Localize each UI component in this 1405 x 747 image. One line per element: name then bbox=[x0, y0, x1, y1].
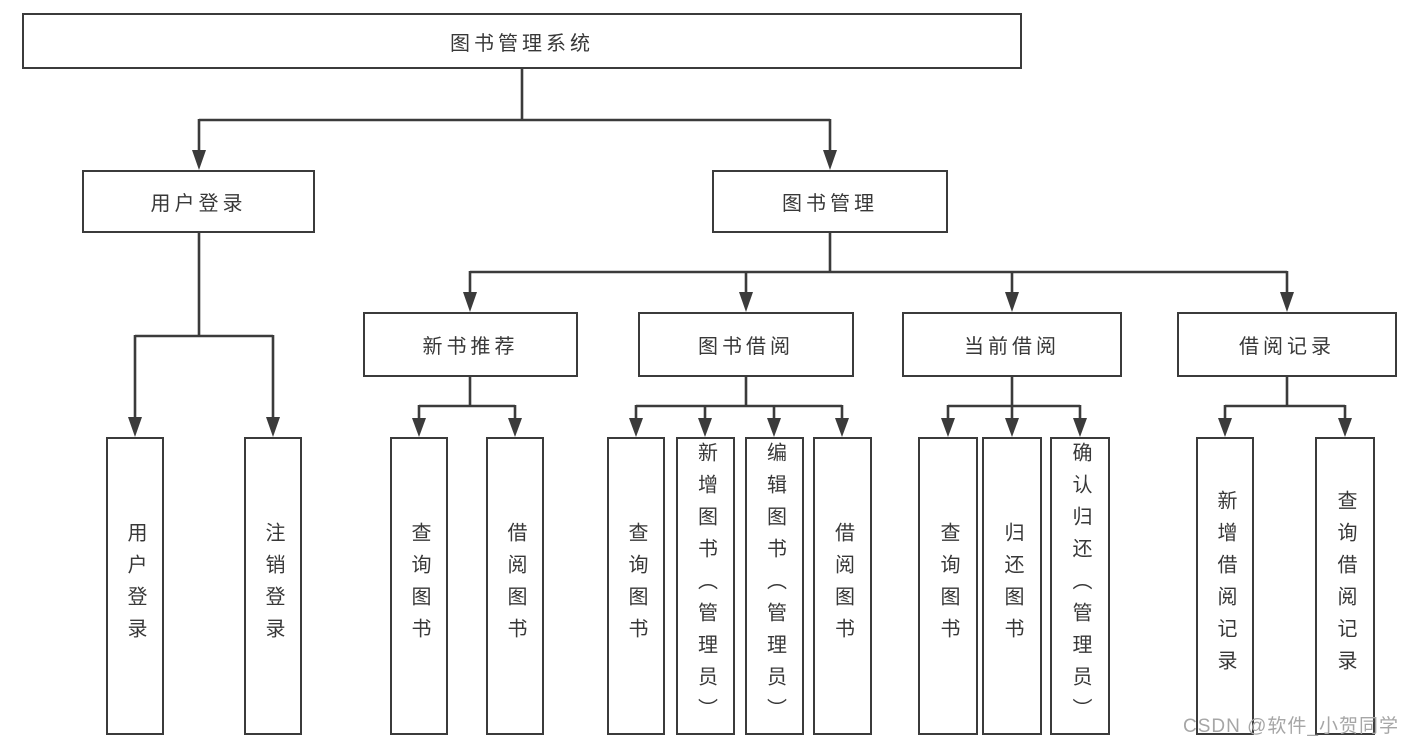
leaf-recommend-query-book: 查询图书 bbox=[390, 437, 448, 735]
node-book-borrow: 图书借阅 bbox=[638, 312, 854, 377]
leaf-borrow-book: 借阅图书 bbox=[813, 437, 872, 735]
connector-new-book-leaves bbox=[412, 377, 522, 437]
leaf-add-book-admin-label: 新增图书（管理员） bbox=[694, 442, 717, 730]
connector-book-mgmt-groups bbox=[463, 233, 1294, 312]
leaf-recommend-borrow-book: 借阅图书 bbox=[486, 437, 544, 735]
leaf-logout: 注销登录 bbox=[244, 437, 302, 735]
leaf-edit-book-admin-label: 编辑图书（管理员） bbox=[763, 442, 786, 730]
leaf-borrow-book-label: 借阅图书 bbox=[831, 522, 854, 650]
connector-root-branches bbox=[192, 69, 837, 170]
leaf-borrow-query-book: 查询图书 bbox=[607, 437, 665, 735]
leaf-confirm-return-admin-label: 确认归还（管理员） bbox=[1069, 442, 1091, 730]
node-borrow-records: 借阅记录 bbox=[1177, 312, 1397, 377]
connector-book-borrow-leaves bbox=[629, 377, 849, 437]
leaf-add-borrow-record-label: 新增借阅记录 bbox=[1214, 490, 1236, 682]
leaf-borrow-query-book-label: 查询图书 bbox=[625, 522, 647, 650]
leaf-user-login-label: 用户登录 bbox=[124, 522, 146, 650]
leaf-return-book: 归还图书 bbox=[982, 437, 1042, 735]
leaf-current-query-book: 查询图书 bbox=[918, 437, 978, 735]
leaf-recommend-borrow-book-label: 借阅图书 bbox=[504, 522, 526, 650]
leaf-edit-book-admin: 编辑图书（管理员） bbox=[745, 437, 804, 735]
leaf-add-borrow-record: 新增借阅记录 bbox=[1196, 437, 1254, 735]
leaf-user-login: 用户登录 bbox=[106, 437, 164, 735]
node-current-borrow: 当前借阅 bbox=[902, 312, 1122, 377]
leaf-query-borrow-record: 查询借阅记录 bbox=[1315, 437, 1375, 735]
leaf-return-book-label: 归还图书 bbox=[1001, 522, 1023, 650]
leaf-query-borrow-record-label: 查询借阅记录 bbox=[1334, 490, 1356, 682]
node-user-login: 用户登录 bbox=[82, 170, 315, 233]
node-root: 图书管理系统 bbox=[22, 13, 1022, 69]
leaf-recommend-query-book-label: 查询图书 bbox=[408, 522, 430, 650]
watermark: CSDN @软件_小贺同学 bbox=[1183, 716, 1399, 737]
leaf-logout-label: 注销登录 bbox=[262, 522, 284, 650]
node-new-book-recommend: 新书推荐 bbox=[363, 312, 578, 377]
connector-user-login-leaves bbox=[128, 233, 280, 437]
connector-current-borrow-leaves bbox=[941, 377, 1087, 437]
leaf-confirm-return-admin: 确认归还（管理员） bbox=[1050, 437, 1110, 735]
connector-borrow-record-leaves bbox=[1218, 377, 1352, 437]
node-book-management: 图书管理 bbox=[712, 170, 948, 233]
leaf-add-book-admin: 新增图书（管理员） bbox=[676, 437, 735, 735]
leaf-current-query-book-label: 查询图书 bbox=[937, 522, 959, 650]
